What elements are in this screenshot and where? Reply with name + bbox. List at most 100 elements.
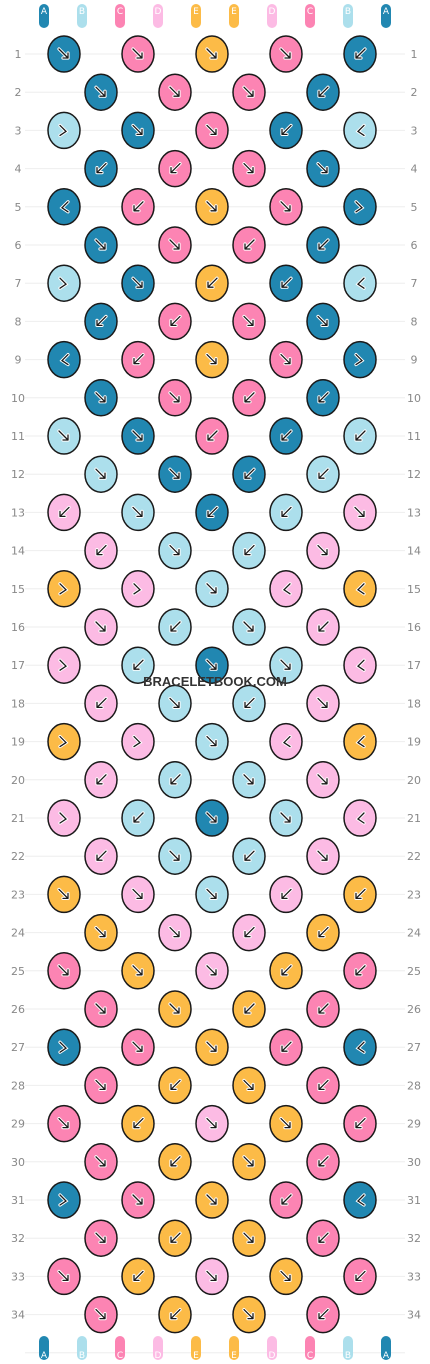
knot <box>306 1143 340 1181</box>
knot <box>84 379 118 417</box>
knot-arrow-icon <box>355 965 366 976</box>
top-strand-tab <box>39 4 49 28</box>
knot-arrow-icon <box>206 735 217 747</box>
knot-arrow-icon <box>318 468 329 479</box>
row-number-left: 12 <box>11 468 25 481</box>
knot <box>269 340 303 379</box>
knot-arrow-icon <box>355 353 364 366</box>
knot <box>343 111 377 150</box>
knot <box>306 455 340 493</box>
knot-arrow-icon <box>243 1232 254 1243</box>
knot-arrow-icon <box>317 774 328 785</box>
knot <box>306 837 340 875</box>
knot-arrow-icon <box>95 239 106 250</box>
knot-arrow-icon <box>170 621 181 632</box>
knot-arrow-icon <box>206 812 217 823</box>
knot <box>84 1295 118 1334</box>
bottom-strand-letter: E <box>231 1351 237 1361</box>
row-number-left: 4 <box>15 163 22 176</box>
knot-arrow-icon <box>281 965 292 976</box>
knot <box>232 1066 266 1105</box>
knot <box>84 913 118 952</box>
top-strand-letter: C <box>117 7 123 17</box>
knot <box>195 646 229 684</box>
knot <box>306 761 340 799</box>
knot <box>195 111 229 150</box>
knot-arrow-icon <box>59 583 68 595</box>
knot <box>269 1181 303 1219</box>
knot <box>306 1219 340 1257</box>
knot <box>306 379 340 417</box>
knot <box>232 837 266 875</box>
knot <box>121 1104 155 1143</box>
knot <box>232 913 266 952</box>
knot <box>306 73 340 111</box>
knot <box>269 188 303 226</box>
knot-arrow-icon <box>355 430 366 441</box>
row-number-left: 28 <box>11 1079 25 1092</box>
knot-arrow-icon <box>243 1308 254 1320</box>
knot-arrow-icon <box>318 239 329 250</box>
knot-arrow-icon <box>318 1232 329 1243</box>
knot <box>195 799 229 837</box>
knot <box>47 799 81 837</box>
knot-arrow-icon <box>132 430 143 441</box>
knot-arrow-icon <box>356 277 365 289</box>
knot-arrow-icon <box>207 506 218 518</box>
knot-arrow-icon <box>244 1003 255 1014</box>
row-number-left: 11 <box>11 430 25 443</box>
row-number-right: 2 <box>411 86 418 99</box>
knots <box>47 35 377 1334</box>
knot-arrow-icon <box>318 1308 329 1320</box>
knot <box>306 531 340 570</box>
knot-arrow-icon <box>282 735 291 748</box>
knot <box>306 990 340 1028</box>
knot <box>306 684 340 723</box>
knot <box>121 417 155 455</box>
knot-arrow-icon <box>170 774 181 785</box>
knot-arrow-icon <box>207 430 218 441</box>
bottom-strand-tab <box>77 1336 87 1360</box>
top-strand-tab <box>267 4 277 28</box>
knot <box>269 417 303 455</box>
top-strand-letter: C <box>307 7 313 17</box>
row-number-right: 31 <box>407 1194 421 1207</box>
knot <box>158 913 192 952</box>
knot-arrow-icon <box>281 1041 292 1052</box>
row-number-right: 16 <box>407 621 421 634</box>
top-strand-tab <box>77 4 87 28</box>
knot <box>121 952 155 990</box>
knot <box>158 608 192 646</box>
knot-arrow-icon <box>132 1194 143 1205</box>
knot <box>343 417 377 455</box>
knot <box>343 722 377 761</box>
row-number-right: 34 <box>407 1309 421 1322</box>
knot <box>269 1104 303 1143</box>
row-number-left: 3 <box>15 124 22 137</box>
knot-arrow-icon <box>318 621 329 632</box>
row-number-right: 4 <box>411 163 418 176</box>
knot <box>47 1104 81 1143</box>
row-number-right: 28 <box>407 1079 421 1092</box>
knot-arrow-icon <box>207 277 218 288</box>
knot-arrow-icon <box>243 774 254 785</box>
knot <box>195 493 229 532</box>
knot <box>306 1295 340 1334</box>
knot <box>269 570 303 608</box>
bottom-strand-tab <box>267 1336 277 1360</box>
knot <box>232 455 266 493</box>
knot <box>158 226 192 264</box>
knot-arrow-icon <box>95 468 106 479</box>
row-number-right: 29 <box>407 1118 421 1131</box>
row-number-right: 6 <box>411 239 418 252</box>
knot <box>47 264 81 302</box>
knot <box>121 875 155 914</box>
knot-arrow-icon <box>317 544 328 556</box>
top-strand-letter: A <box>41 7 48 17</box>
top-strand-letter: E <box>193 7 199 17</box>
knot <box>47 570 81 608</box>
knot-arrow-icon <box>59 659 68 671</box>
knot-arrow-icon <box>59 1194 68 1206</box>
row-number-left: 32 <box>11 1232 25 1245</box>
